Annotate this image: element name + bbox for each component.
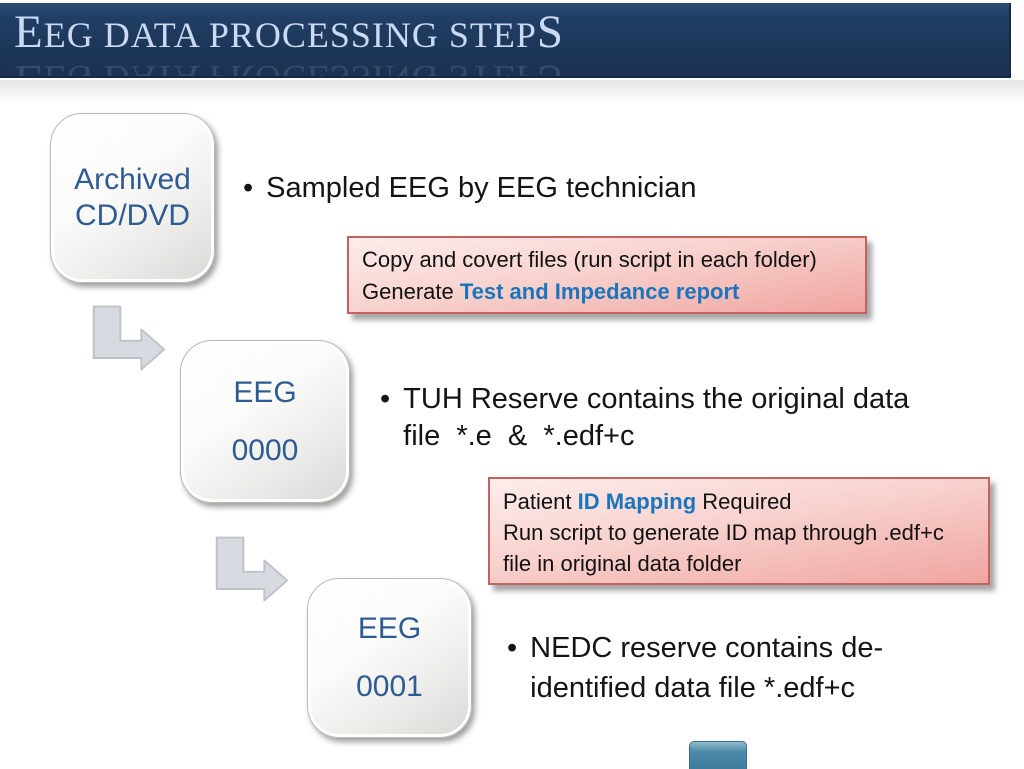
node-label: 0000 [231, 433, 299, 467]
title-text-mid: EG DATA PROCESSING STEP [43, 15, 537, 55]
bullet-marker: • [243, 172, 254, 204]
callout-line: Run script to generate ID map through .e… [503, 517, 975, 548]
bullet-text-line: NEDC reserve contains de- [530, 632, 884, 664]
node-label: Archived [74, 163, 191, 196]
bullet-text: NEDC reserve contains de- identified dat… [530, 628, 883, 708]
callout-line: Generate Test and Impedance report [362, 276, 852, 308]
callout-text: Required [696, 489, 792, 514]
callout-line: Copy and covert files (run script in eac… [362, 244, 852, 276]
title-reflection-lead: E [14, 55, 44, 76]
node-label: CD/DVD [74, 199, 190, 232]
elbow-arrow-icon [92, 305, 166, 371]
callout-accent-text: Test and Impedance report [459, 279, 740, 304]
callout-text: Run script to generate ID map through .e… [503, 520, 944, 545]
bullet-marker: • [380, 383, 391, 415]
title-text-tail: S [536, 6, 565, 58]
bullet-text: TUH Reserve contains the original data f… [403, 381, 909, 455]
bullet-text-line: TUH Reserve contains the original data [403, 383, 910, 415]
bullet-text: Sampled EEG by EEG technician [266, 170, 696, 207]
callout-text: Generate [362, 279, 460, 304]
background-fade [0, 80, 1024, 104]
title-text-lead: E [14, 6, 44, 58]
node-label: EEG [233, 375, 297, 409]
callout-accent-text: ID Mapping [577, 489, 697, 514]
bullet-text-line: file *.e & *.edf+c [403, 420, 635, 452]
title-reflection-tail: S [537, 55, 564, 76]
callout-text: Patient [503, 489, 578, 514]
callout-text: file in original data folder [503, 551, 742, 576]
partial-next-node [689, 741, 747, 769]
callout-line: Patient ID Mapping Required [503, 486, 975, 517]
node-eeg-0000: EEG 0000 [180, 340, 350, 503]
node-label: 0001 [356, 670, 423, 703]
node-archived-cd-dvd: Archived CD/DVD [50, 113, 215, 283]
page-title: E EG DATA PROCESSING STEP S [14, 9, 1009, 56]
node-eeg-0001: EEG 0001 [307, 578, 472, 738]
bullet-text-line: Sampled EEG by EEG technician [266, 172, 697, 204]
callout-line: file in original data folder [503, 548, 975, 579]
elbow-arrow-icon [215, 536, 289, 602]
bullet-sampled-eeg: • Sampled EEG by EEG technician [243, 170, 697, 207]
title-reflection-mid: EG DATA PROCESSING STEP [43, 58, 537, 78]
bullet-tuh-reserve: • TUH Reserve contains the original data… [380, 381, 909, 455]
bullet-marker: • [507, 632, 518, 664]
title-reflection: E EG DATA PROCESSING STEP S [14, 55, 1009, 78]
callout-patient-id-mapping: Patient ID Mapping Required Run script t… [488, 477, 990, 585]
node-label: EEG [357, 612, 422, 645]
callout-copy-convert-files: Copy and covert files (run script in eac… [347, 236, 867, 314]
title-bar: E EG DATA PROCESSING STEP S E EG DATA PR… [0, 3, 1011, 78]
bullet-nedc-reserve: • NEDC reserve contains de- identified d… [507, 628, 883, 708]
bullet-text-line: identified data file *.edf+c [530, 672, 856, 704]
callout-text: Copy and covert files (run script in eac… [362, 247, 817, 272]
